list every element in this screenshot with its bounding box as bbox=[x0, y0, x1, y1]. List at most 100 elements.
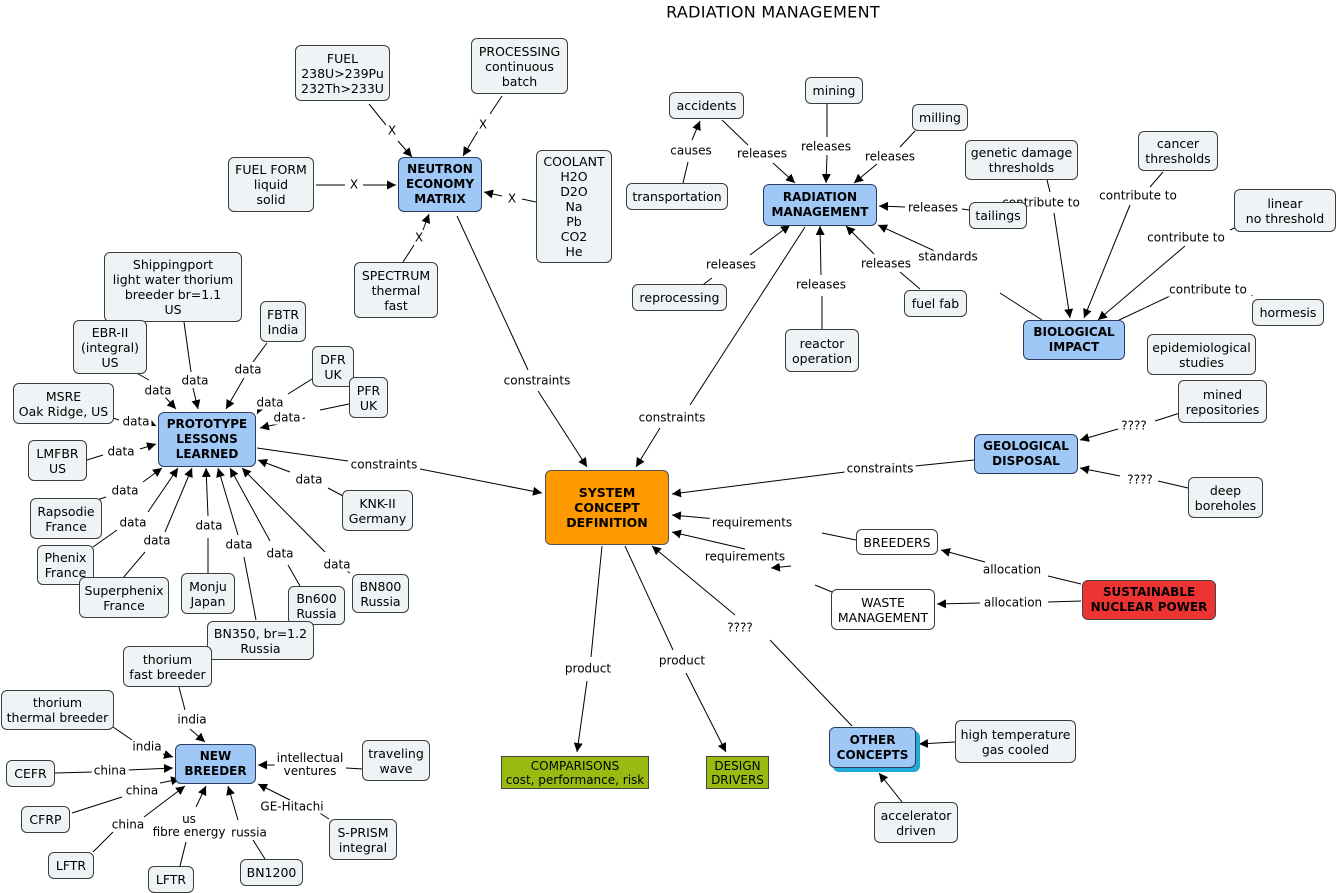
node-other-concepts[interactable]: OTHER CONCEPTS bbox=[829, 727, 916, 768]
node-rapsodie[interactable]: Rapsodie France bbox=[30, 498, 102, 539]
link-label: product bbox=[656, 653, 708, 668]
node-geological-disposal[interactable]: GEOLOGICAL DISPOSAL bbox=[974, 434, 1078, 474]
node-shippingport[interactable]: Shippingport light water thorium breeder… bbox=[104, 252, 242, 322]
node-linear-no-threshold[interactable]: linear no threshold bbox=[1234, 189, 1336, 232]
link-label: ???? bbox=[1119, 418, 1149, 433]
link-label: allocation bbox=[981, 595, 1045, 610]
node-dfr[interactable]: DFR UK bbox=[312, 346, 354, 387]
link-label: data bbox=[109, 483, 141, 498]
node-processing[interactable]: PROCESSING continuous batch bbox=[471, 38, 568, 94]
node-tailings[interactable]: tailings bbox=[969, 202, 1027, 229]
node-thorium-fast-breeder[interactable]: thorium fast breeder bbox=[123, 646, 212, 687]
node-fuel[interactable]: FUEL 238U>239Pu 232Th>233U bbox=[295, 45, 390, 101]
node-accelerator-driven[interactable]: accelerator driven bbox=[874, 802, 958, 843]
link-label: data bbox=[232, 362, 264, 377]
link-label: X bbox=[476, 117, 490, 132]
link-label: ???? bbox=[1125, 472, 1155, 487]
link-label: data bbox=[117, 515, 149, 530]
link-label: X bbox=[385, 123, 399, 138]
node-epidemiological-studies[interactable]: epidemiological studies bbox=[1147, 334, 1256, 375]
node-breeders[interactable]: BREEDERS bbox=[856, 529, 938, 555]
node-bn600[interactable]: Bn600 Russia bbox=[288, 586, 345, 625]
link-label: standards bbox=[916, 249, 980, 264]
link-label: GE-Hitachi bbox=[258, 799, 326, 814]
node-cefr[interactable]: CEFR bbox=[6, 760, 55, 787]
node-comparisons[interactable]: COMPARISONS cost, performance, risk bbox=[501, 756, 649, 789]
link-label: india bbox=[130, 739, 164, 754]
node-milling[interactable]: milling bbox=[912, 104, 968, 131]
link-label: X bbox=[347, 177, 361, 192]
link-label: constraints bbox=[348, 457, 420, 472]
node-system-concept-definition[interactable]: SYSTEM CONCEPT DEFINITION bbox=[545, 470, 669, 545]
node-sustainable-nuclear-power[interactable]: SUSTAINABLE NUCLEAR POWER bbox=[1082, 580, 1216, 620]
link-label: releases bbox=[734, 146, 790, 161]
link-label: china bbox=[123, 783, 161, 798]
node-prototype-lessons-learned[interactable]: PROTOTYPE LESSONS LEARNED bbox=[158, 412, 256, 467]
node-radiation-management[interactable]: RADIATION MANAGEMENT bbox=[763, 184, 877, 226]
node-reprocessing[interactable]: reprocessing bbox=[632, 284, 727, 311]
node-hormesis[interactable]: hormesis bbox=[1252, 299, 1324, 326]
link-label: allocation bbox=[980, 562, 1044, 577]
link-label: intellectual ventures bbox=[274, 751, 346, 778]
link-label: contribute to bbox=[1145, 230, 1227, 245]
link-label: releases bbox=[793, 277, 849, 292]
node-transportation[interactable]: transportation bbox=[626, 183, 728, 210]
node-msre[interactable]: MSRE Oak Ridge, US bbox=[13, 383, 114, 424]
link-label: causes bbox=[668, 143, 714, 158]
node-reactor-operation[interactable]: reactor operation bbox=[785, 329, 859, 372]
node-accidents[interactable]: accidents bbox=[669, 92, 744, 119]
node-genetic-damage-thresholds[interactable]: genetic damage thresholds bbox=[965, 140, 1078, 180]
link-label: data bbox=[120, 414, 152, 429]
node-new-breeder[interactable]: NEW BREEDER bbox=[175, 744, 256, 784]
link-label: X bbox=[412, 230, 426, 245]
link-label: releases bbox=[905, 200, 961, 215]
link-label: data bbox=[264, 546, 296, 561]
node-lmfbr[interactable]: LMFBR US bbox=[28, 440, 87, 481]
node-mined-repositories[interactable]: mined repositories bbox=[1178, 380, 1267, 423]
node-fuel-form[interactable]: FUEL FORM liquid solid bbox=[228, 157, 314, 212]
node-knk-ii[interactable]: KNK-II Germany bbox=[342, 490, 413, 531]
node-bn350[interactable]: BN350, br=1.2 Russia bbox=[207, 621, 314, 660]
link-label: china bbox=[91, 763, 129, 778]
node-lftr-china[interactable]: LFTR bbox=[48, 852, 94, 879]
node-bn1200[interactable]: BN1200 bbox=[240, 859, 303, 886]
node-coolant[interactable]: COOLANT H2O D2O Na Pb CO2 He bbox=[536, 150, 612, 263]
link-label: data bbox=[271, 410, 303, 425]
node-spectrum[interactable]: SPECTRUM thermal fast bbox=[354, 262, 438, 318]
node-mining[interactable]: mining bbox=[805, 77, 863, 104]
node-ebr-ii[interactable]: EBR-II (integral) US bbox=[73, 320, 147, 374]
node-thorium-thermal-breeder[interactable]: thorium thermal breeder bbox=[1, 690, 114, 730]
link-label: releases bbox=[862, 149, 918, 164]
link-label: india bbox=[175, 712, 209, 727]
link-label: data bbox=[293, 472, 325, 487]
node-high-temperature-gas-cooled[interactable]: high temperature gas cooled bbox=[955, 720, 1076, 763]
node-pfr[interactable]: PFR UK bbox=[349, 377, 388, 418]
node-waste-management[interactable]: WASTE MANAGEMENT bbox=[831, 589, 935, 630]
node-cancer-thresholds[interactable]: cancer thresholds bbox=[1138, 131, 1218, 171]
link-label: ???? bbox=[725, 620, 755, 635]
node-cfrp[interactable]: CFRP bbox=[21, 806, 70, 833]
link-label: requirements bbox=[709, 515, 795, 530]
link-label: data bbox=[105, 444, 137, 459]
node-monju[interactable]: Monju Japan bbox=[181, 573, 235, 614]
node-bn800[interactable]: BN800 Russia bbox=[352, 574, 409, 613]
node-deep-boreholes[interactable]: deep boreholes bbox=[1188, 477, 1263, 518]
map-title: RADIATION MANAGEMENT bbox=[666, 2, 880, 22]
node-fbtr[interactable]: FBTR India bbox=[260, 301, 306, 342]
node-neutron-economy-matrix[interactable]: NEUTRON ECONOMY MATRIX bbox=[398, 157, 482, 212]
link-label: data bbox=[141, 533, 173, 548]
node-design-drivers[interactable]: DESIGN DRIVERS bbox=[706, 756, 769, 789]
link-label: data bbox=[179, 373, 211, 388]
link-label: contribute to bbox=[1097, 188, 1179, 203]
node-s-prism[interactable]: S-PRISM integral bbox=[329, 819, 397, 860]
link-label: data bbox=[254, 395, 286, 410]
node-traveling-wave[interactable]: traveling wave bbox=[362, 740, 430, 781]
link-label: product bbox=[562, 661, 614, 676]
node-superphenix[interactable]: Superphenix France bbox=[79, 577, 169, 618]
node-lftr-us[interactable]: LFTR bbox=[148, 866, 194, 893]
link-label: data bbox=[193, 518, 225, 533]
node-biological-impact[interactable]: BIOLOGICAL IMPACT bbox=[1023, 320, 1125, 360]
link-label: X bbox=[505, 191, 519, 206]
link-label: constraints bbox=[844, 461, 916, 476]
node-fuel-fab[interactable]: fuel fab bbox=[904, 290, 967, 317]
